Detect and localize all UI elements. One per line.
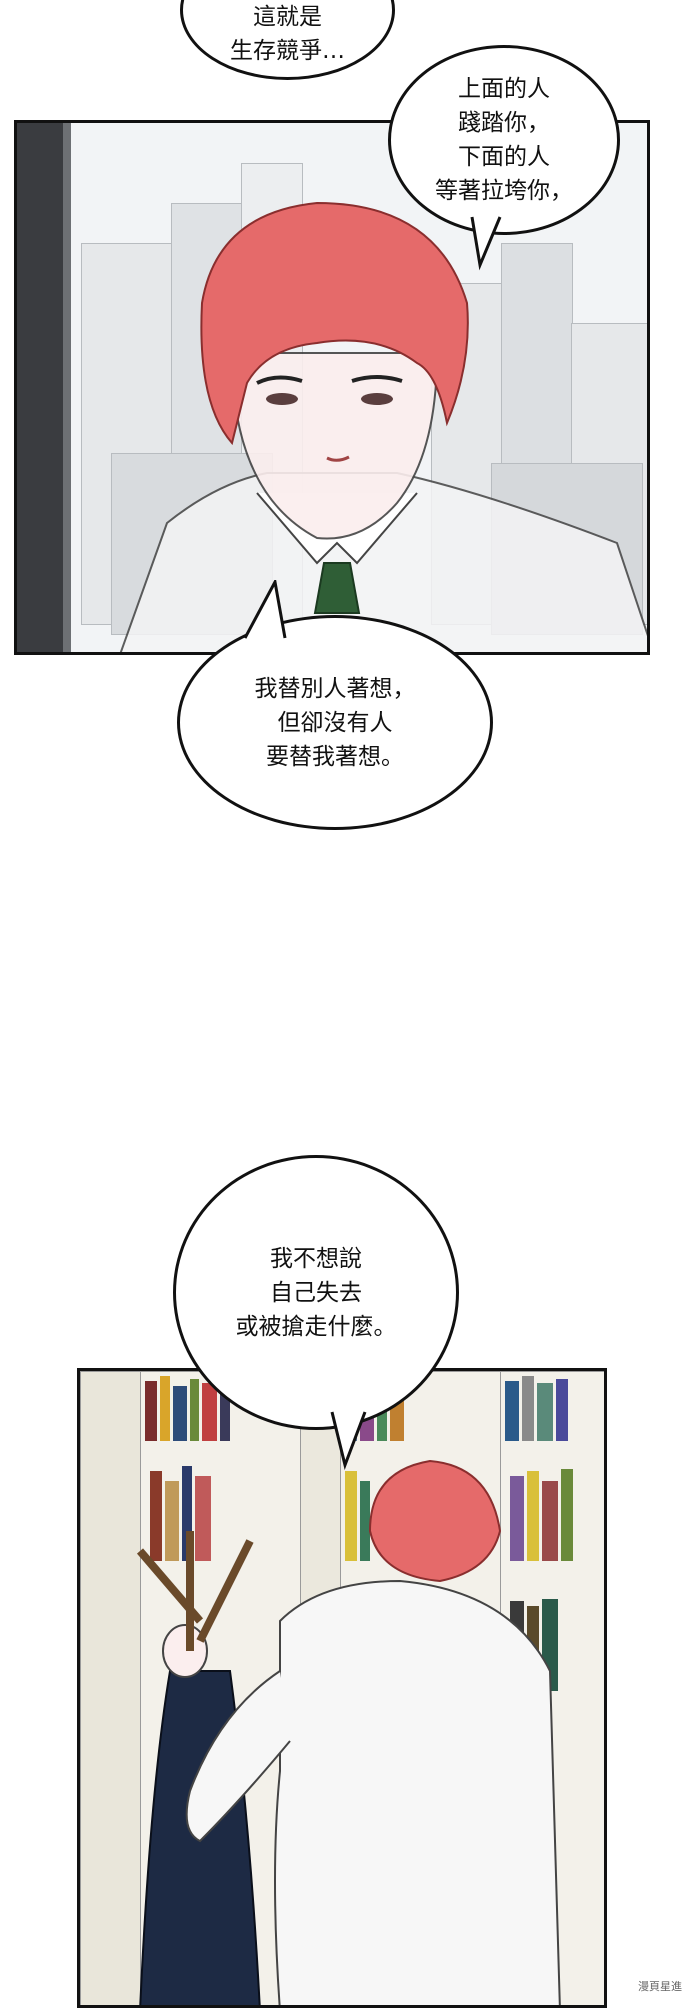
- window-frame-edge: [63, 123, 71, 652]
- bubble-tail: [243, 580, 287, 639]
- speech-bubble-hierarchy: 上面的人 踐踏你， 下面的人 等著拉垮你，: [388, 45, 620, 235]
- speech-text: 上面的人 踐踏你， 下面的人 等著拉垮你，: [435, 76, 573, 204]
- speech-bubble-others: 我替別人著想， 但卻沒有人 要替我著想。: [177, 615, 493, 830]
- speech-bubble-loss: 我不想說 自己失去 或被搶走什麼。: [173, 1155, 459, 1430]
- bubble-tail: [470, 216, 502, 271]
- character-portrait: [119, 201, 647, 652]
- speech-text: 我替別人著想， 但卻沒有人 要替我著想。: [254, 675, 416, 770]
- window-frame: [17, 123, 69, 652]
- watermark: 漫頁星進: [638, 1980, 682, 1993]
- panel-bookshelf: [77, 1368, 607, 2008]
- bubble-tail: [330, 1411, 367, 1470]
- character-back-view: [136, 1459, 561, 2005]
- speech-bubble-top: 這就是 生存競爭…: [180, 0, 395, 80]
- speech-text: 我不想說 自己失去 或被搶走什麼。: [235, 1245, 397, 1340]
- speech-text: 這就是 生存競爭…: [230, 4, 345, 64]
